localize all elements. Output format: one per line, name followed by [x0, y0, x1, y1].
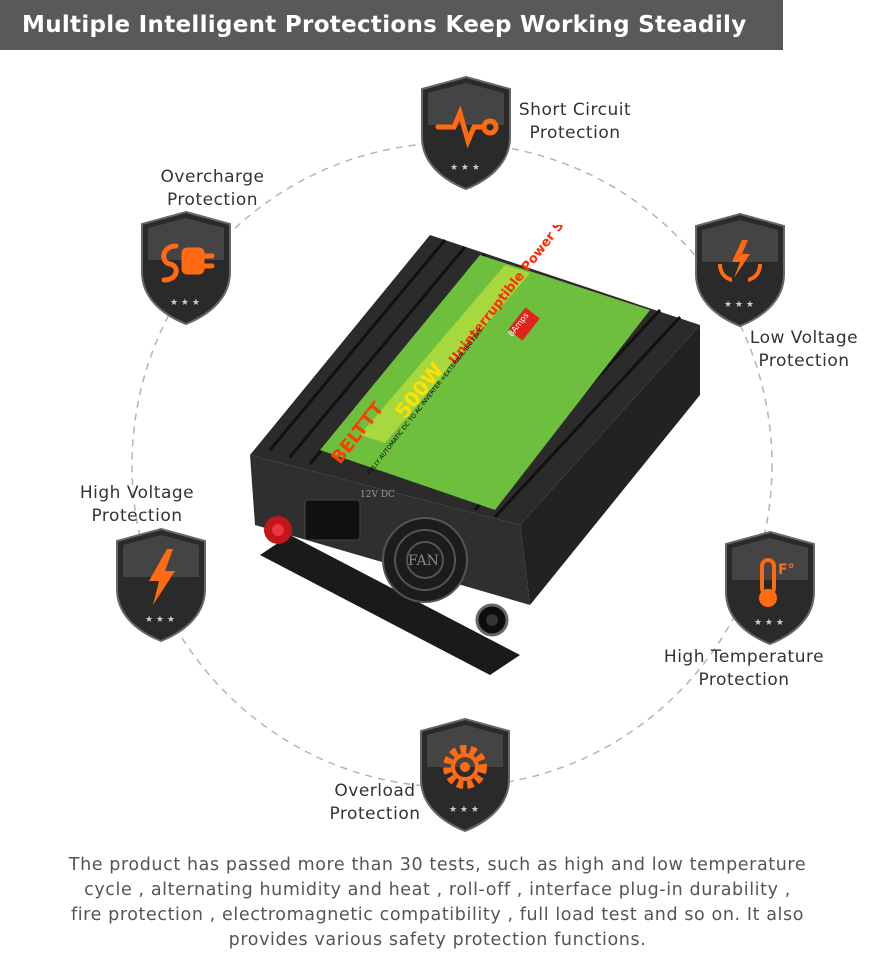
label-short-circuit: Short Circuit Protection [518, 100, 632, 143]
svg-text:★ ★ ★: ★ ★ ★ [170, 298, 200, 308]
svg-text:★ ★ ★: ★ ★ ★ [450, 163, 480, 173]
shield-high-voltage: ★ ★ ★ [116, 527, 206, 643]
label-overcharge: Overcharge Protection [160, 167, 265, 210]
overcharge-plug-icon [161, 243, 215, 283]
svg-text:★ ★ ★: ★ ★ ★ [449, 805, 479, 815]
high-temperature-icon: F° [759, 558, 795, 607]
shield-low-voltage: ★ ★ ★ [695, 212, 785, 328]
shield-overload: ★ ★ ★ [420, 717, 510, 833]
svg-text:★ ★ ★: ★ ★ ★ [724, 300, 754, 310]
product-fan-label: FAN [408, 553, 439, 569]
svg-text:F°: F° [778, 562, 795, 578]
label-high-voltage: High Voltage Protection [79, 483, 195, 526]
page-title: Multiple Intelligent Protections Keep Wo… [0, 0, 783, 50]
label-overload: Overload Protection [329, 781, 421, 824]
shield-short-circuit: ★ ★ ★ [421, 75, 511, 191]
inverter-product-image: BELTTT 500W Uninterruptible Power Source… [250, 225, 700, 675]
shield-high-temperature: F° ★ ★ ★ [725, 530, 815, 646]
svg-text:★ ★ ★: ★ ★ ★ [145, 615, 175, 625]
label-low-voltage: Low Voltage Protection [749, 328, 859, 371]
svg-text:★ ★ ★: ★ ★ ★ [754, 618, 784, 628]
product-description: The product has passed more than 30 test… [68, 855, 807, 950]
low-voltage-icon [718, 240, 762, 282]
short-circuit-icon [435, 105, 499, 149]
overload-gear-icon [443, 745, 487, 789]
label-high-temperature: High Temperature Protection [663, 647, 825, 690]
high-voltage-icon [149, 549, 175, 605]
shield-overcharge: ★ ★ ★ [141, 210, 231, 326]
product-dc-label: 12V DC [360, 490, 395, 500]
